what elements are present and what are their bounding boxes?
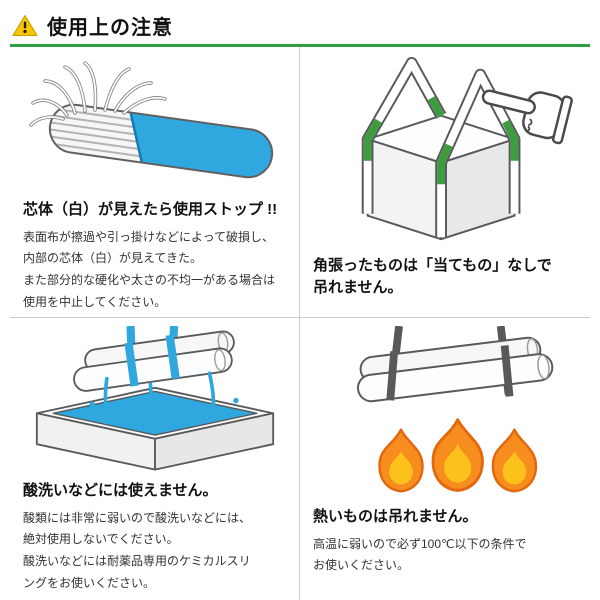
caution-grid: 芯体（白）が見えたら使用ストップ !! 表面布が擦過や引っ掛けなどによって破損し… <box>10 47 590 600</box>
strap-wraps <box>386 345 514 401</box>
section-angular-load: 角張ったものは「当てもの」なしで 吊れません。 <box>300 47 590 318</box>
flames <box>378 418 538 493</box>
angular-load-illustration <box>361 56 573 241</box>
damaged-core-heading: 芯体（白）が見えたら使用ストップ !! <box>23 201 278 218</box>
flame-icon <box>431 418 484 492</box>
angular-load-heading: 角張ったものは「当てもの」なしで 吊れません。 <box>313 257 552 296</box>
frayed-sling-illustration <box>29 61 276 181</box>
dipped-logs <box>73 330 235 392</box>
corner-pads <box>363 96 519 185</box>
hot-items-heading: 熱いものは吊れません。 <box>313 508 478 525</box>
section-acid-wash: 酸洗いなどには使えません。 酸類には非常に弱いので酸洗いなどには、 絶対使用しな… <box>10 318 300 600</box>
header: 使用上の注意 <box>10 0 590 47</box>
exposed-core-rods <box>47 107 148 158</box>
hot-load-illustration <box>357 326 554 493</box>
blue-belt-cover <box>130 112 276 181</box>
box <box>366 114 516 241</box>
pointing-hand-icon <box>481 89 573 145</box>
acid-bath-illustration <box>35 326 275 471</box>
sling-handles <box>361 56 521 238</box>
acid-wash-heading: 酸洗いなどには使えません。 <box>23 482 218 499</box>
section-damaged-core: 芯体（白）が見えたら使用ストップ !! 表面布が擦過や引っ掛けなどによって破損し… <box>10 47 300 318</box>
hot-logs <box>357 336 554 403</box>
hot-items-body: 高温に弱いので必ず100℃以下の条件で お使いください。 <box>313 536 527 573</box>
acid-wash-body: 酸類には非常に弱いので酸洗いなどには、 絶対使用しないでください。 酸洗いなどに… <box>23 510 252 590</box>
damaged-core-body: 表面布が擦過や引っ掛けなどによって破損し、 内部の芯体（白）が見えてきた。 また… <box>23 229 276 309</box>
flame-icon <box>378 428 424 493</box>
warning-triangle-icon <box>12 14 38 36</box>
acid-drips <box>103 371 216 413</box>
core-strands <box>29 61 167 127</box>
page-title: 使用上の注意 <box>47 16 173 39</box>
flame-icon <box>491 428 538 493</box>
section-hot-items: 熱いものは吊れません。 高温に弱いので必ず100℃以下の条件で お使いください。 <box>300 318 590 600</box>
